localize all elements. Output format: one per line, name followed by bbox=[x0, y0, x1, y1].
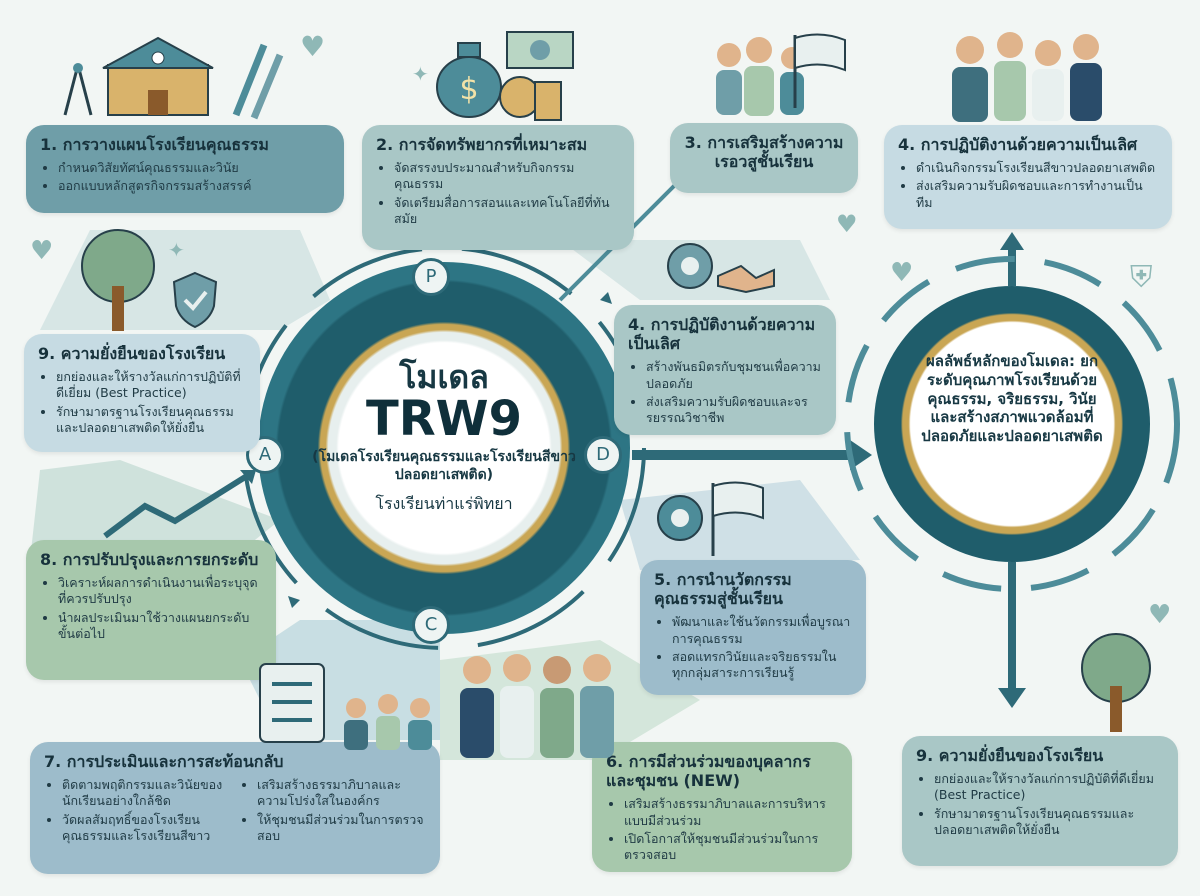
people-icon bbox=[344, 694, 432, 750]
coins-icon bbox=[499, 76, 562, 121]
panel-title: 8. การปรับปรุงและการยกระดับ bbox=[40, 550, 259, 569]
heart-icon: ♥ bbox=[1148, 600, 1172, 630]
people-icon bbox=[716, 37, 804, 116]
panel-item: จัดสรรงบประมาณสำหรับกิจกรรมคุณธรรม bbox=[394, 160, 620, 193]
heart-icon: ♥ bbox=[30, 236, 54, 266]
growth-chart-icon bbox=[103, 470, 256, 539]
panel-resources: 2. การจัดทรัพยากรที่เหมาะสม จัดสรรงบประม… bbox=[362, 125, 634, 250]
panel-item: รักษามาตรฐานโรงเรียนคุณธรรมและปลอดยาเสพต… bbox=[934, 806, 1164, 839]
outcome-ring bbox=[874, 286, 1150, 562]
panel-title: 3. การเสริมสร้างความเรอวสูชั้นเรียน bbox=[684, 133, 844, 172]
people-icon bbox=[460, 654, 614, 758]
checklist-icon bbox=[259, 663, 325, 743]
svg-text:$: $ bbox=[459, 72, 478, 107]
panel-item: เปิดโอกาสให้ชุมชนมีส่วนร่วมในการตรวจสอบ bbox=[624, 831, 838, 864]
panel-planning: 1. การวางแผนโรงเรียนคุณธรรม กำหนดวิสัยทั… bbox=[26, 125, 344, 213]
panel-sustainability-right: 9. ความยั่งยืนของโรงเรียน ยกย่องและให้รา… bbox=[902, 736, 1178, 866]
panel-participation: 6. การมีส่วนร่วมของบุคลากรและชุมชน (NEW)… bbox=[592, 742, 852, 872]
panel-excellence-middle: 4. การปฏิบัติงานด้วยความเป็นเลิศ สร้างพั… bbox=[614, 305, 836, 435]
panel-evaluation: 7. การประเมินและการสะท้อนกลับ ติดตามพฤติ… bbox=[30, 742, 440, 874]
school-icon bbox=[102, 36, 214, 116]
people-icon bbox=[952, 32, 1102, 122]
center-subtitle: (โมเดลโรงเรียนคุณธรรมและโรงเรียนสีขาวปลอ… bbox=[312, 449, 576, 483]
heart-icon: ♥ bbox=[300, 30, 326, 63]
panel-item: วิเคราะห์ผลการดำเนินงานเพื่อระบุจุดที่คว… bbox=[58, 575, 262, 608]
heart-icon: ♥ bbox=[890, 258, 914, 288]
flag-icon bbox=[793, 33, 846, 108]
panel-item: กำหนดวิสัยทัศน์คุณธรรมและวินัย bbox=[58, 160, 330, 176]
compass-icon bbox=[63, 63, 93, 116]
panel-item: เสริมสร้างธรรมาภิบาลและความโปร่งใสในองค์… bbox=[257, 777, 426, 810]
panel-classroom: 3. การเสริมสร้างความเรอวสูชั้นเรียน bbox=[670, 123, 858, 193]
panel-item: ให้ชุมชนมีส่วนร่วมในการตรวจสอบ bbox=[257, 812, 426, 845]
panel-item: นำผลประเมินมาใช้วางแผนยกระดับขั้นต่อไป bbox=[58, 610, 262, 643]
panel-item: สอดแทรกวินัยและจริยธรรมในทุกกลุ่มสาระการ… bbox=[672, 649, 852, 682]
tree-icon bbox=[81, 229, 155, 331]
panel-title: 4. การปฏิบัติงานด้วยความเป็นเลิศ bbox=[628, 315, 816, 354]
panel-item: รักษามาตรฐานโรงเรียนคุณธรรมและปลอดยาเสพต… bbox=[56, 404, 246, 437]
sparkle-icon: ✦ bbox=[168, 238, 185, 262]
panel-item: สร้างพันธมิตรกับชุมชนเพื่อความปลอดภัย bbox=[646, 359, 822, 392]
panel-innovation: 5. การนำนวัตกรรมคุณธรรมสู่ชั้นเรียน พัฒน… bbox=[640, 560, 866, 695]
outcome-text: ผลลัพธ์หลักของโมเดล: ยกระดับคุณภาพโรงเรี… bbox=[921, 352, 1103, 445]
panel-item: ออกแบบหลักสูตรกิจกรรมสร้างสรรค์ bbox=[58, 178, 330, 194]
panel-title: 7. การประเมินและการสะท้อนกลับ bbox=[44, 752, 284, 771]
center-code: TRW9 bbox=[365, 391, 523, 448]
panel-item: ดำเนินกิจกรรมโรงเรียนสีขาวปลอดยาเสพติด bbox=[916, 160, 1158, 176]
panel-item: จัดเตรียมสื่อการสอนและเทคโนโลยีที่ทันสมั… bbox=[394, 195, 620, 228]
center-ring bbox=[258, 262, 630, 634]
sparkle-icon: ✦ bbox=[412, 62, 429, 86]
panel-item: พัฒนาและใช้นวัตกรรมเพื่อบูรณาการคุณธรรม bbox=[672, 614, 852, 647]
panel-title: 2. การจัดทรัพยากรที่เหมาะสม bbox=[376, 135, 588, 154]
panel-sustainability-left: 9. ความยั่งยืนของโรงเรียน ยกย่องและให้รา… bbox=[24, 334, 260, 452]
gear-icon bbox=[667, 243, 713, 289]
banknote-icon bbox=[506, 31, 574, 69]
panel-item: ยกย่องและให้รางวัลแก่การปฏิบัติที่ดีเยี่… bbox=[934, 771, 1164, 804]
center-title: โมเดล bbox=[399, 358, 489, 396]
center-school: โรงเรียนท่าแร่พิทยา bbox=[375, 494, 513, 514]
panel-item: วัดผลสัมฤทธิ์ของโรงเรียนคุณธรรมและโรงเรี… bbox=[62, 812, 231, 845]
handshake-icon bbox=[717, 264, 775, 294]
panel-title: 9. ความยั่งยืนของโรงเรียน bbox=[38, 344, 226, 363]
money-bag-icon: $ bbox=[436, 42, 502, 118]
node-d: D bbox=[584, 436, 622, 474]
panel-title: 5. การนำนวัตกรรมคุณธรรมสู่ชั้นเรียน bbox=[654, 570, 792, 609]
panel-improvement: 8. การปรับปรุงและการยกระดับ วิเคราะห์ผลก… bbox=[26, 540, 276, 680]
panel-item: เสริมสร้างธรรมาภิบาลและการบริหารแบบมีส่ว… bbox=[624, 796, 838, 829]
flag-icon bbox=[711, 481, 764, 556]
shield-icon bbox=[172, 271, 218, 329]
heart-icon: ♥ bbox=[836, 210, 858, 238]
shield-icon: ⛨ bbox=[1130, 260, 1153, 295]
panel-excellence-top: 4. การปฏิบัติงานด้วยความเป็นเลิศ ดำเนินก… bbox=[884, 125, 1172, 229]
panel-title: 1. การวางแผนโรงเรียนคุณธรรม bbox=[40, 135, 269, 154]
panel-title: 6. การมีส่วนร่วมของบุคลากรและชุมชน (NEW) bbox=[606, 752, 811, 791]
panel-item: ติดตามพฤติกรรมและวินัยของนักเรียนอย่างใก… bbox=[62, 777, 231, 810]
panel-item: ส่งเสริมความรับผิดชอบและการทำงานเป็นทีม bbox=[916, 178, 1158, 211]
center-label: โมเดล TRW9 (โมเดลโรงเรียนคุณธรรมและโรงเร… bbox=[308, 358, 580, 517]
node-c: C bbox=[412, 606, 450, 644]
gear-icon bbox=[657, 495, 703, 541]
panel-title: 9. ความยั่งยืนของโรงเรียน bbox=[916, 746, 1104, 765]
panel-item: ยกย่องและให้รางวัลแก่การปฏิบัติที่ดีเยี่… bbox=[56, 369, 246, 402]
node-p: P bbox=[412, 258, 450, 296]
panel-item: ส่งเสริมความรับผิดชอบและจรรยรรณวิชาชีพ bbox=[646, 394, 822, 427]
panel-title: 4. การปฏิบัติงานด้วยความเป็นเลิศ bbox=[898, 135, 1138, 154]
tree-icon bbox=[1081, 633, 1151, 732]
pen-icon bbox=[232, 43, 284, 120]
